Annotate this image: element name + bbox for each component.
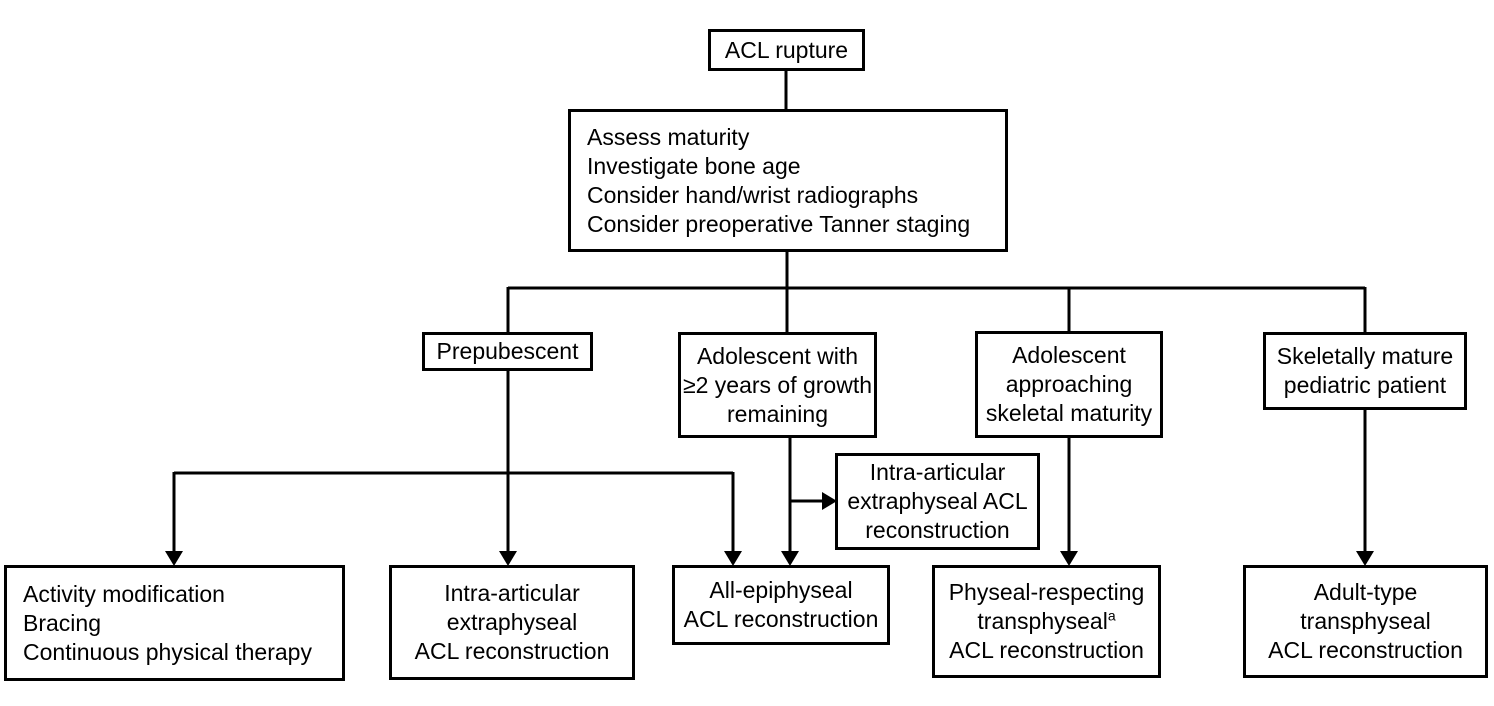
skeletally-mature-line: pediatric patient	[1283, 372, 1447, 398]
adolescent-growth-line: ≥2 years of growth	[682, 371, 873, 398]
assess-line: Consider preoperative Tanner staging	[587, 210, 971, 237]
node-activity-modification: Activity modification Bracing Continuous…	[4, 565, 345, 681]
arrowhead-intra-articular-bottom	[499, 551, 517, 566]
node-skeletally-mature: Skeletally mature pediatric patient	[1263, 332, 1467, 410]
adult-type-line: Adult-type	[1313, 579, 1418, 605]
node-acl-rupture-label: ACL rupture	[724, 36, 849, 63]
adult-type-line: ACL reconstruction	[1268, 637, 1463, 663]
intra-articular-bottom-line: Intra-articular	[444, 580, 580, 606]
node-prepubescent-label: Prepubescent	[436, 338, 579, 364]
arrowhead-activity-modification	[165, 551, 183, 566]
adolescent-growth-line: Adolescent with	[696, 342, 859, 369]
assess-line: Consider hand/wrist radiographs	[587, 181, 919, 208]
adolescent-maturity-line: skeletal maturity	[985, 400, 1153, 426]
node-all-epiphyseal: All-epiphyseal ACL reconstruction	[672, 565, 890, 645]
activity-modification-line: Activity modification	[23, 580, 225, 607]
node-acl-rupture: ACL rupture	[708, 29, 865, 71]
adult-type-line: transphyseal	[1300, 608, 1431, 634]
node-physeal-respecting: Physeal-respecting transphyseala ACL rec…	[932, 565, 1161, 678]
activity-modification-line: Continuous physical therapy	[23, 638, 312, 665]
adolescent-maturity-line: Adolescent	[1012, 342, 1126, 368]
node-intra-articular-extraphyseal-side: Intra-articular extraphyseal ACL reconst…	[835, 453, 1040, 550]
node-assess-maturity: Assess maturity Investigate bone age Con…	[568, 109, 1008, 252]
skeletally-mature-line: Skeletally mature	[1276, 343, 1454, 369]
physeal-respecting-line: ACL reconstruction	[949, 637, 1144, 663]
node-adolescent-approaching-maturity: Adolescent approaching skeletal maturity	[975, 331, 1163, 438]
arrowhead-all-epiphyseal-left	[724, 551, 742, 566]
arrowhead-physeal-respecting	[1060, 551, 1078, 566]
physeal-respecting-line: Physeal-respecting	[948, 579, 1145, 605]
intra-articular-side-line: Intra-articular	[869, 459, 1006, 485]
intra-articular-side-line: extraphyseal ACL	[847, 488, 1028, 514]
node-intra-articular-extraphyseal-bottom: Intra-articular extraphyseal ACL reconst…	[389, 565, 635, 680]
physeal-respecting-line: transphyseala	[977, 607, 1116, 634]
node-adult-type: Adult-type transphyseal ACL reconstructi…	[1243, 565, 1488, 678]
activity-modification-line: Bracing	[23, 609, 101, 636]
all-epiphyseal-line: All-epiphyseal	[709, 577, 853, 603]
footnote-marker: a	[1107, 607, 1116, 624]
intra-articular-bottom-line: ACL reconstruction	[414, 638, 610, 664]
intra-articular-bottom-line: extraphyseal	[446, 609, 578, 635]
node-prepubescent: Prepubescent	[422, 332, 593, 371]
assess-line: Investigate bone age	[587, 152, 801, 179]
adolescent-growth-line: remaining	[727, 400, 828, 427]
node-adolescent-growth-remaining: Adolescent with ≥2 years of growth remai…	[678, 332, 877, 438]
assess-line: Assess maturity	[587, 123, 750, 150]
arrowhead-adult-type	[1356, 551, 1374, 566]
adolescent-maturity-line: approaching	[1005, 371, 1133, 397]
arrowhead-all-epiphyseal-right	[781, 551, 799, 566]
all-epiphyseal-line: ACL reconstruction	[683, 606, 879, 632]
intra-articular-side-line: reconstruction	[865, 517, 1010, 543]
